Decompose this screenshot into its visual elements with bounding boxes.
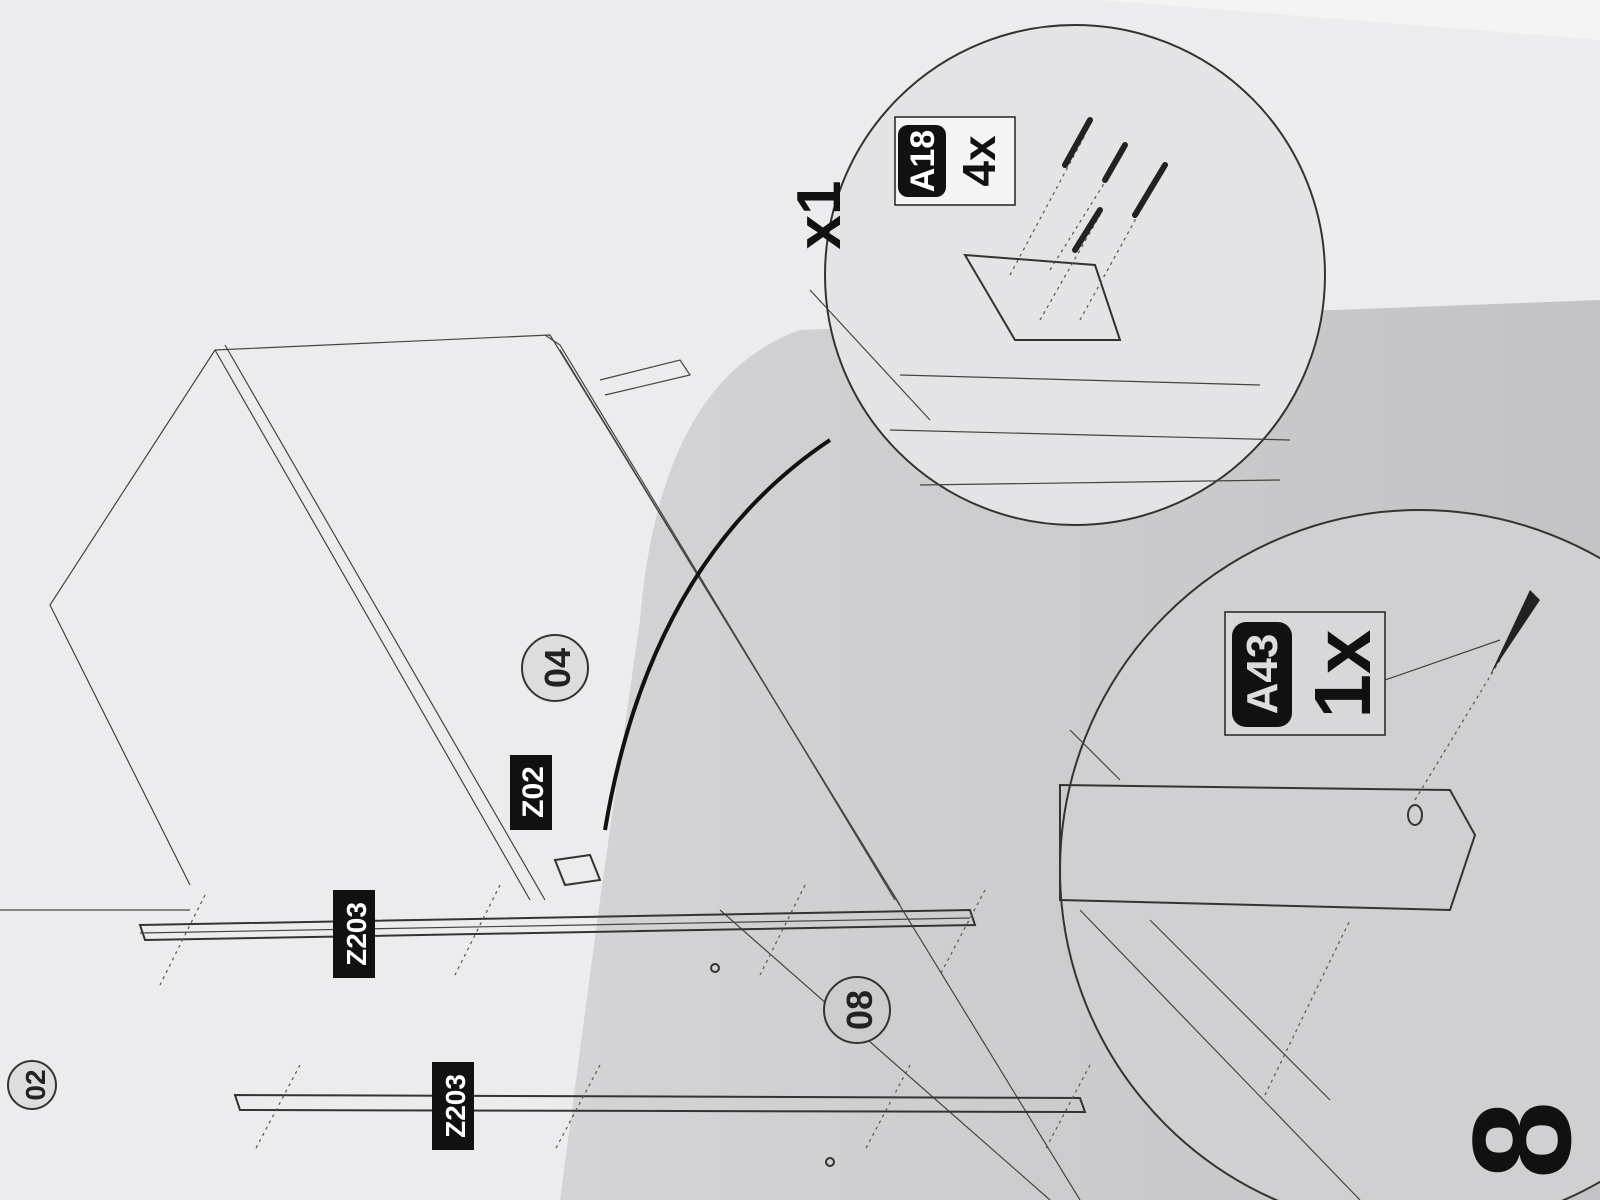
step-marker-04: 04: [521, 634, 589, 702]
svg-text:Z02: Z02: [517, 766, 550, 818]
frame-drawing: [0, 334, 1091, 1200]
part-label-a43: A43 1x: [1232, 622, 1387, 727]
step-marker-08: 08: [823, 976, 891, 1044]
svg-text:02: 02: [20, 1069, 51, 1100]
part-label-z203-1: Z203: [333, 890, 375, 978]
part-label-z203-2: Z203: [432, 1062, 474, 1150]
svg-text:Z203: Z203: [341, 902, 372, 966]
part-label-a18: A18 4x: [898, 125, 1005, 197]
svg-text:04: 04: [537, 648, 578, 688]
svg-text:A18: A18: [904, 130, 942, 192]
detail-circle-top: [809, 24, 1326, 526]
quantity-4x: 4x: [953, 135, 1005, 187]
svg-text:A43: A43: [1238, 634, 1287, 715]
svg-text:Z203: Z203: [440, 1074, 471, 1138]
step-marker-02: 02: [7, 1060, 57, 1110]
part-label-z02: Z02: [510, 755, 552, 830]
svg-text:08: 08: [839, 990, 880, 1030]
detail-multiplier: x1: [785, 181, 854, 250]
step-number-8: 8: [1443, 1101, 1600, 1179]
quantity-1x: 1x: [1298, 630, 1387, 719]
